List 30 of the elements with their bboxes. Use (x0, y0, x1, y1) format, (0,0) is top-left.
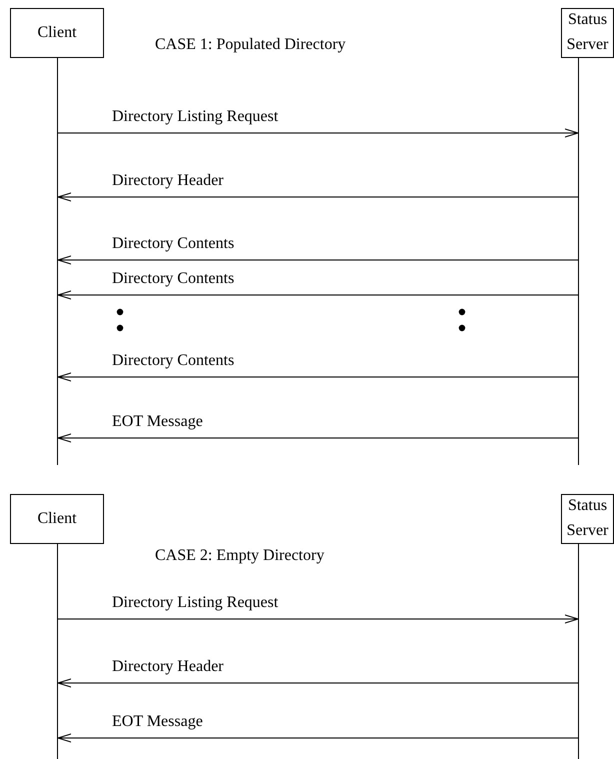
participant-label: Client (37, 508, 77, 529)
lifeline (578, 58, 579, 465)
lifeline (578, 544, 579, 759)
message-label: Directory Listing Request (112, 595, 278, 611)
case-title: CASE 1: Populated Directory (155, 37, 346, 53)
message-arrow (58, 192, 578, 202)
message-label: Directory Header (112, 659, 224, 675)
message-label: Directory Listing Request (112, 109, 278, 125)
participant-label: Status Server (566, 10, 610, 55)
lifeline (57, 544, 58, 759)
participant-box (10, 8, 104, 58)
message-arrow (58, 372, 578, 382)
message-label: EOT Message (112, 714, 203, 730)
message-label: Directory Header (112, 173, 224, 189)
message-arrow (58, 290, 578, 300)
lifeline (57, 58, 58, 465)
case-title: CASE 2: Empty Directory (155, 548, 324, 564)
message-arrow (58, 678, 578, 688)
message-label: Directory Contents (112, 236, 234, 252)
message-label: Directory Contents (112, 353, 234, 369)
participant-label: Status Server (566, 496, 610, 541)
message-label: Directory Contents (112, 271, 234, 287)
message-arrow (58, 256, 578, 264)
participant-box (10, 494, 104, 544)
message-arrow (58, 734, 578, 742)
participant-label: Client (37, 22, 77, 43)
message-arrow (58, 128, 578, 138)
message-arrow (58, 614, 578, 624)
message-arrow (58, 434, 578, 442)
message-label: EOT Message (112, 414, 203, 430)
